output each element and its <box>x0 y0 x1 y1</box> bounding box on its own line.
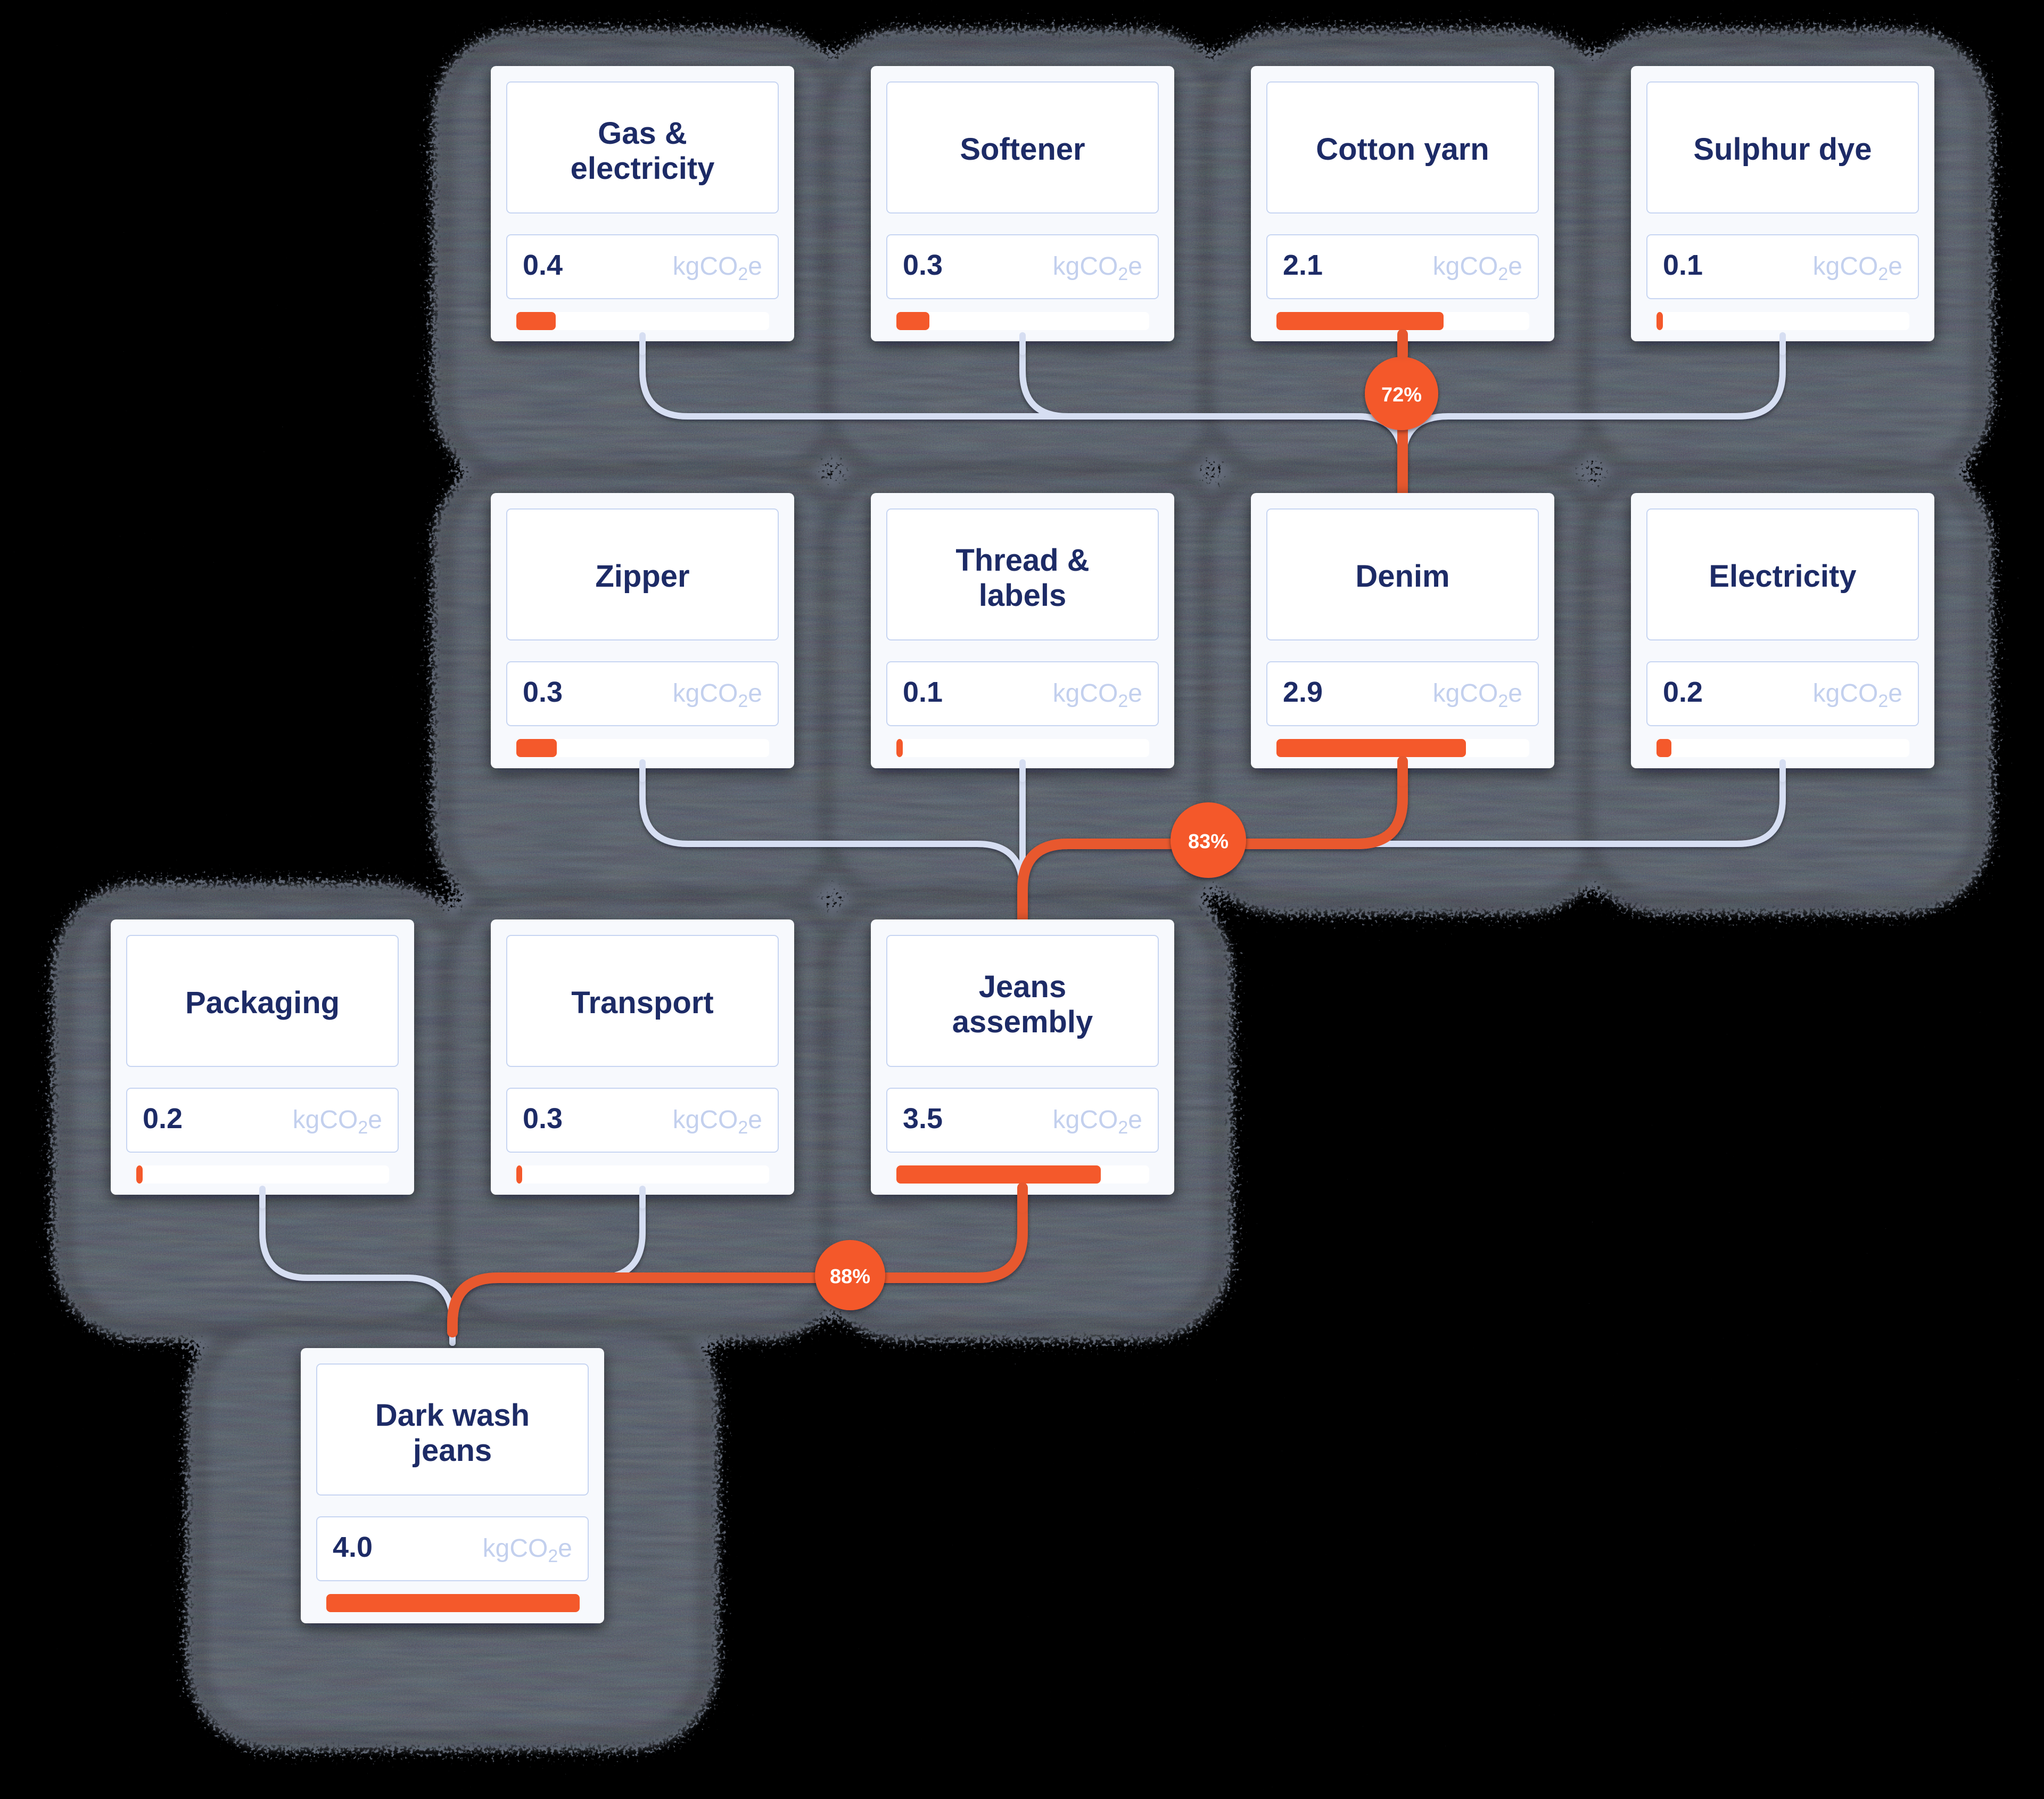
svg-text:assembly: assembly <box>952 1005 1093 1039</box>
svg-text:Thread &: Thread & <box>955 543 1089 578</box>
svg-text:0.2: 0.2 <box>143 1103 183 1135</box>
svg-text:kgCO2e: kgCO2e <box>1813 252 1902 284</box>
svg-text:labels: labels <box>979 578 1066 613</box>
svg-text:Sulphur dye: Sulphur dye <box>1693 132 1872 167</box>
svg-text:0.3: 0.3 <box>903 249 943 281</box>
svg-text:kgCO2e: kgCO2e <box>1053 679 1142 711</box>
svg-text:kgCO2e: kgCO2e <box>673 1106 762 1138</box>
svg-text:jeans: jeans <box>413 1433 492 1468</box>
svg-text:3.5: 3.5 <box>903 1103 943 1135</box>
svg-text:kgCO2e: kgCO2e <box>673 252 762 284</box>
svg-text:kgCO2e: kgCO2e <box>483 1534 572 1566</box>
svg-text:kgCO2e: kgCO2e <box>673 679 762 711</box>
svg-text:0.3: 0.3 <box>523 676 563 708</box>
svg-text:0.3: 0.3 <box>523 1103 563 1135</box>
svg-text:Gas &: Gas & <box>598 116 687 151</box>
svg-text:Denim: Denim <box>1355 559 1449 594</box>
svg-text:Packaging: Packaging <box>185 985 340 1020</box>
svg-text:0.2: 0.2 <box>1663 676 1703 708</box>
svg-text:4.0: 4.0 <box>333 1531 373 1563</box>
svg-text:Cotton yarn: Cotton yarn <box>1316 132 1489 167</box>
svg-text:kgCO2e: kgCO2e <box>1813 679 1902 711</box>
svg-text:2.9: 2.9 <box>1283 676 1323 708</box>
svg-text:2.1: 2.1 <box>1283 249 1323 281</box>
svg-text:Zipper: Zipper <box>595 559 689 594</box>
svg-text:Softener: Softener <box>960 132 1085 167</box>
svg-text:kgCO2e: kgCO2e <box>1053 252 1142 284</box>
svg-text:kgCO2e: kgCO2e <box>1433 679 1522 711</box>
svg-text:72%: 72% <box>1381 384 1422 406</box>
svg-text:kgCO2e: kgCO2e <box>293 1106 382 1138</box>
svg-text:Transport: Transport <box>571 985 714 1020</box>
svg-text:88%: 88% <box>830 1266 870 1288</box>
svg-text:electricity: electricity <box>571 151 715 186</box>
svg-text:kgCO2e: kgCO2e <box>1433 252 1522 284</box>
svg-text:0.1: 0.1 <box>1663 249 1703 281</box>
svg-text:83%: 83% <box>1188 831 1229 853</box>
svg-text:kgCO2e: kgCO2e <box>1053 1106 1142 1138</box>
svg-text:Electricity: Electricity <box>1709 559 1856 594</box>
svg-text:Jeans: Jeans <box>979 970 1066 1004</box>
svg-text:0.4: 0.4 <box>523 249 563 281</box>
svg-text:0.1: 0.1 <box>903 676 943 708</box>
svg-text:Dark wash: Dark wash <box>375 1398 530 1433</box>
